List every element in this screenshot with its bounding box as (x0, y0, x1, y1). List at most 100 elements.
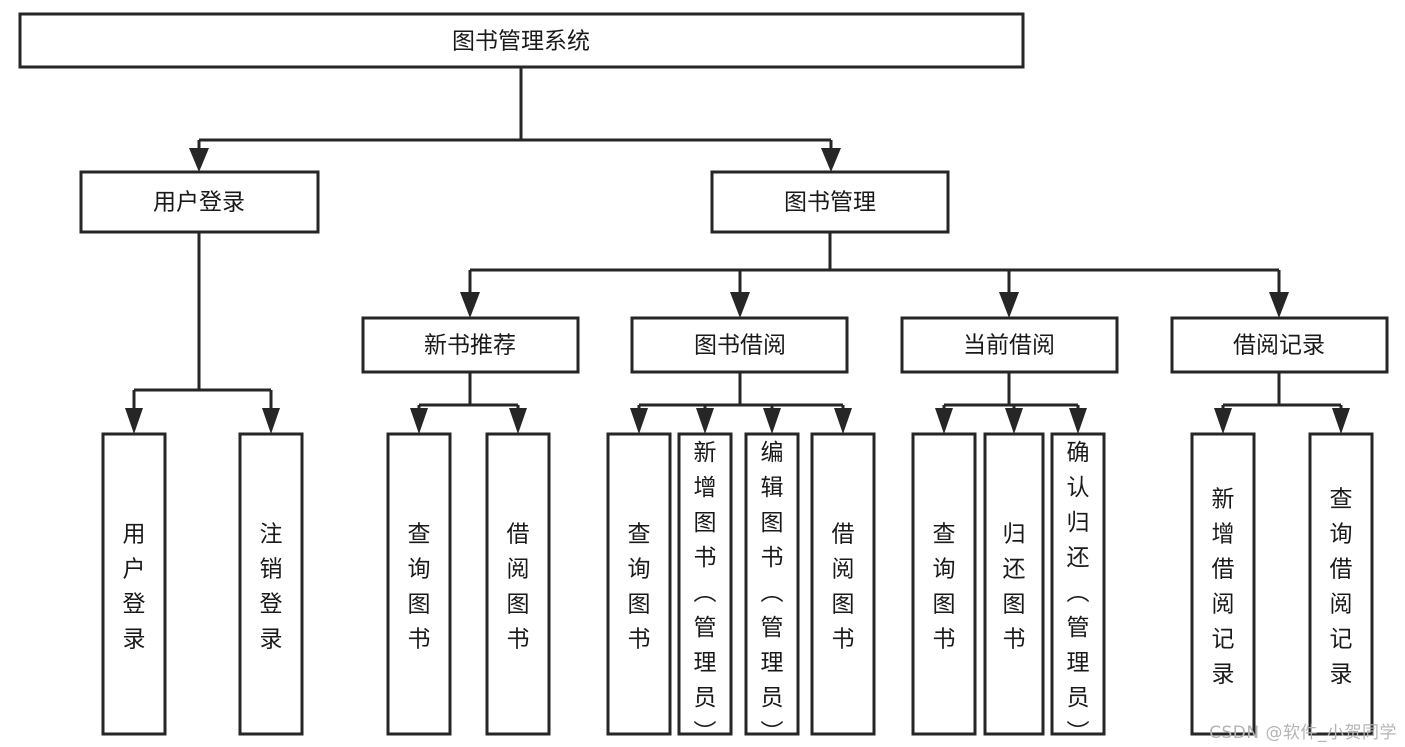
node-leaf-query-book-current-box[interactable] (911, 432, 977, 736)
arrow-to-book-borrow (730, 292, 750, 318)
node-leaf-borrow-book-box[interactable] (810, 432, 876, 736)
node-leaf-borrow-book-recommend-label: 借阅图书 (507, 521, 530, 652)
node-leaf-add-borrow-record[interactable]: 新增借阅记录 (1190, 432, 1256, 736)
glyph: 归 (1003, 521, 1026, 547)
node-leaf-confirm-return-admin-label: 确认归还︵管理员︶ (1067, 440, 1090, 746)
node-book-management-box[interactable] (710, 170, 950, 234)
glyph: 图 (832, 591, 855, 617)
glyph: 书 (832, 626, 855, 652)
glyph: 书 (628, 626, 651, 652)
glyph: 图 (1003, 591, 1026, 617)
glyph: 阅 (507, 556, 530, 582)
node-borrow-record[interactable]: 借阅记录 (1170, 316, 1389, 374)
glyph: ︵ (694, 580, 717, 606)
glyph: 书 (761, 545, 784, 571)
glyph: 书 (408, 626, 431, 652)
node-leaf-query-borrow-record-box[interactable] (1308, 432, 1374, 736)
node-user-login-box[interactable] (79, 170, 320, 234)
glyph: 新 (694, 440, 717, 466)
node-new-book-recommend[interactable]: 新书推荐 (361, 316, 580, 374)
arrow-to-leaf-add-book-admin (696, 408, 714, 434)
arrow-to-leaf-confirm-return-admin (1069, 408, 1087, 434)
glyph: 编 (761, 440, 784, 466)
node-leaf-query-borrow-record[interactable]: 查询借阅记录 (1308, 432, 1374, 736)
glyph: 查 (1330, 486, 1353, 512)
arrow-to-book-management (821, 148, 841, 172)
node-leaf-query-book-borrow-label: 查询图书 (628, 521, 651, 652)
arrow-to-leaf-logout (262, 408, 280, 434)
node-leaf-edit-book-admin-box[interactable] (744, 432, 800, 736)
glyph: 销 (260, 556, 283, 582)
node-leaf-logout-box[interactable] (238, 432, 304, 736)
node-current-borrow-box[interactable] (900, 316, 1119, 374)
node-book-management-label: 图书管理 (784, 190, 876, 216)
glyph: ︵ (1067, 580, 1090, 606)
glyph: 录 (123, 626, 146, 652)
glyph: 认 (1067, 475, 1090, 501)
glyph: 注 (260, 521, 283, 547)
node-leaf-add-borrow-record-box[interactable] (1190, 432, 1256, 736)
glyph: 归 (1067, 510, 1090, 536)
glyph: 图 (628, 591, 651, 617)
node-leaf-borrow-book[interactable]: 借阅图书 (810, 432, 876, 736)
glyph: 录 (260, 626, 283, 652)
node-leaf-add-book-admin[interactable]: 新增图书︵管理员︶ (677, 432, 733, 746)
node-leaf-return-book[interactable]: 归还图书 (983, 432, 1045, 736)
node-leaf-user-login[interactable]: 用户登录 (101, 432, 167, 736)
node-leaf-confirm-return-admin-box[interactable] (1050, 432, 1106, 736)
node-borrow-record-box[interactable] (1170, 316, 1389, 374)
node-current-borrow-label: 当前借阅 (963, 333, 1055, 359)
node-leaf-query-book-borrow-box[interactable] (606, 432, 672, 736)
node-leaf-query-book-recommend[interactable]: 查询图书 (386, 432, 452, 736)
glyph: 户 (123, 556, 146, 582)
node-leaf-add-book-admin-box[interactable] (677, 432, 733, 736)
node-leaf-query-book-borrow[interactable]: 查询图书 (606, 432, 672, 736)
node-leaf-query-book-current[interactable]: 查询图书 (911, 432, 977, 736)
glyph: ︶ (694, 720, 717, 746)
glyph: 阅 (1330, 591, 1353, 617)
glyph: 员 (1067, 685, 1090, 711)
arrow-to-user-login (189, 148, 209, 172)
node-leaf-return-book-box[interactable] (983, 432, 1045, 736)
glyph: 阅 (832, 556, 855, 582)
glyph: 查 (933, 521, 956, 547)
node-leaf-query-book-recommend-box[interactable] (386, 432, 452, 736)
node-user-login[interactable]: 用户登录 (79, 170, 320, 234)
node-book-management[interactable]: 图书管理 (710, 170, 950, 234)
node-leaf-user-login-box[interactable] (101, 432, 167, 736)
node-leaf-borrow-book-recommend[interactable]: 借阅图书 (485, 432, 551, 736)
arrow-to-leaf-return-book (1005, 408, 1023, 434)
node-leaf-add-borrow-record-label: 新增借阅记录 (1212, 486, 1235, 687)
node-book-borrow[interactable]: 图书借阅 (630, 316, 849, 374)
node-leaf-user-login-label: 用户登录 (123, 521, 146, 652)
connector-layer (125, 67, 1350, 434)
arrow-to-new-book-recommend (460, 292, 480, 318)
glyph: 图 (694, 510, 717, 536)
glyph: ︶ (761, 720, 784, 746)
arrow-to-leaf-borrow-book-recommend (509, 408, 527, 434)
glyph: 图 (933, 591, 956, 617)
node-book-borrow-box[interactable] (630, 316, 849, 374)
node-leaf-logout[interactable]: 注销登录 (238, 432, 304, 736)
leaf-node-layer: 用户登录注销登录查询图书借阅图书查询图书新增图书︵管理员︶编辑图书︵管理员︶借阅… (101, 432, 1374, 746)
node-root-label: 图书管理系统 (452, 29, 590, 55)
node-leaf-edit-book-admin[interactable]: 编辑图书︵管理员︶ (744, 432, 800, 746)
arrow-to-leaf-user-login (125, 408, 143, 434)
node-leaf-confirm-return-admin[interactable]: 确认归还︵管理员︶ (1050, 432, 1106, 746)
node-new-book-recommend-box[interactable] (361, 316, 580, 374)
glyph: 图 (408, 591, 431, 617)
node-root-box[interactable] (18, 12, 1025, 69)
node-leaf-add-book-admin-label: 新增图书︵管理员︶ (694, 440, 717, 746)
glyph: 辑 (761, 475, 784, 501)
node-root[interactable]: 图书管理系统 (18, 12, 1025, 69)
node-new-book-recommend-label: 新书推荐 (424, 333, 516, 359)
glyph: 书 (933, 626, 956, 652)
node-current-borrow[interactable]: 当前借阅 (900, 316, 1119, 374)
glyph: 书 (1003, 626, 1026, 652)
node-leaf-borrow-book-recommend-box[interactable] (485, 432, 551, 736)
glyph: 图 (761, 510, 784, 536)
arrow-to-leaf-query-book-borrow (630, 408, 648, 434)
glyph: 借 (832, 521, 855, 547)
